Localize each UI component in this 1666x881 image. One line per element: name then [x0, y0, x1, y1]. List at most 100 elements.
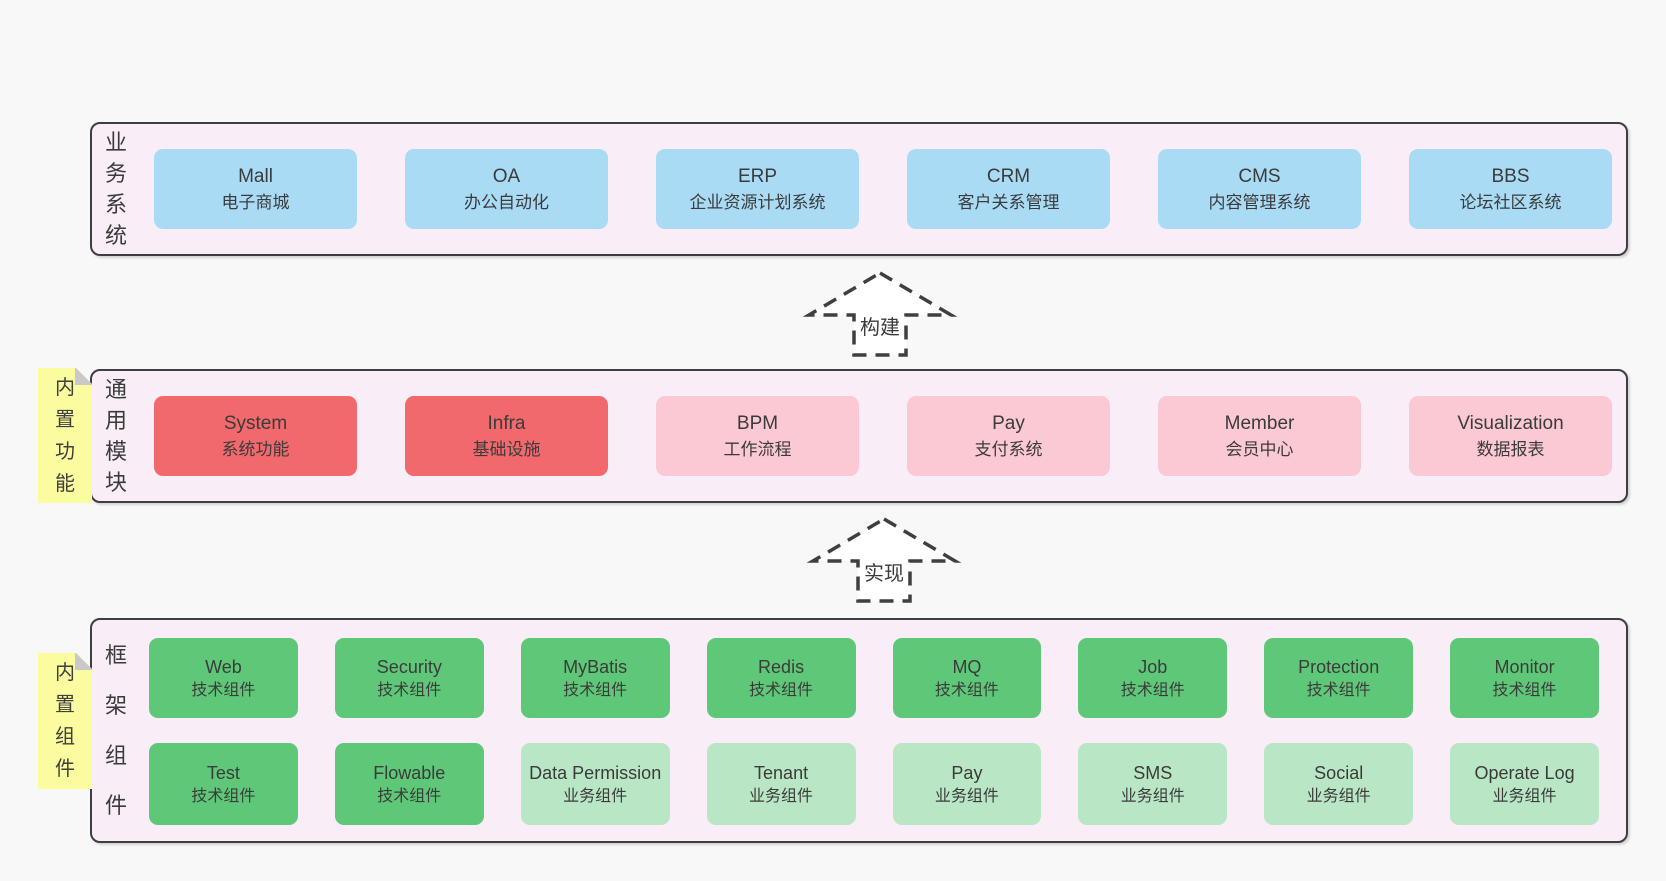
box-tenant: Tenant 业务组件 — [706, 743, 856, 825]
box-title: Tenant — [754, 762, 809, 783]
section-business-label: 业务系统 — [104, 130, 127, 248]
box-title: System — [223, 412, 288, 434]
arrow-implement: 实现 — [804, 514, 964, 606]
box-visualization: Visualization 数据报表 — [1409, 396, 1612, 476]
business-row: Mall 电子商城 OA 办公自动化 ERP 企业资源计划系统 CRM 客户关系… — [154, 149, 1612, 229]
box-subtitle: 技术组件 — [191, 787, 256, 805]
box-title: MQ — [952, 656, 982, 677]
box-mq: MQ 技术组件 — [892, 638, 1042, 718]
box-mybatis: MyBatis 技术组件 — [520, 638, 670, 718]
box-bpm: BPM 工作流程 — [656, 396, 859, 476]
box-subtitle: 业务组件 — [563, 787, 628, 805]
box-subtitle: 基础设施 — [472, 439, 541, 459]
box-operate-log: Operate Log 业务组件 — [1450, 743, 1599, 825]
section-framework-label: 框架组件 — [104, 642, 127, 818]
box-title: Pay — [951, 762, 983, 783]
box-subtitle: 技术组件 — [377, 681, 442, 699]
box-title: BPM — [736, 412, 779, 434]
box-oa: OA 办公自动化 — [405, 149, 608, 229]
sticky-note-builtin-components: 内置组件 — [38, 653, 92, 789]
sticky-note-builtin-features: 内置功能 — [38, 368, 92, 503]
box-subtitle: 业务组件 — [1492, 787, 1557, 805]
box-mall: Mall 电子商城 — [154, 149, 357, 229]
box-title: Visualization — [1457, 412, 1564, 434]
framework-row-2: Test 技术组件 Flowable 技术组件 Data Permission … — [149, 743, 1599, 825]
box-title: Member — [1224, 412, 1295, 434]
section-modules-label: 通用模块 — [104, 377, 127, 495]
box-redis: Redis 技术组件 — [706, 638, 856, 718]
box-subtitle: 业务组件 — [749, 787, 814, 805]
box-title: Job — [1138, 656, 1168, 677]
box-title: Pay — [992, 412, 1025, 434]
modules-row: System 系统功能 Infra 基础设施 BPM 工作流程 Pay 支付系统… — [154, 396, 1612, 476]
box-subtitle: 工作流程 — [723, 439, 792, 459]
box-sms: SMS 业务组件 — [1078, 743, 1228, 825]
box-subtitle: 业务组件 — [1120, 787, 1185, 805]
box-title: OA — [492, 165, 521, 187]
box-title: Web — [205, 656, 242, 677]
box-crm: CRM 客户关系管理 — [907, 149, 1110, 229]
note-label: 内置功能 — [55, 376, 75, 495]
box-title: MyBatis — [563, 656, 628, 677]
box-web: Web 技术组件 — [149, 638, 298, 718]
box-subtitle: 论坛社区系统 — [1459, 192, 1562, 212]
box-title: Test — [206, 762, 240, 783]
box-subtitle: 技术组件 — [1120, 681, 1185, 699]
section-business-systems: 业务系统 Mall 电子商城 OA 办公自动化 ERP 企业资源计划系统 CRM… — [90, 122, 1628, 256]
box-pay-module: Pay 支付系统 — [907, 396, 1110, 476]
box-title: CMS — [1238, 165, 1281, 187]
box-data-permission: Data Permission 业务组件 — [520, 743, 670, 825]
box-subtitle: 技术组件 — [934, 681, 999, 699]
box-job: Job 技术组件 — [1078, 638, 1228, 718]
box-subtitle: 技术组件 — [377, 787, 442, 805]
framework-row-1: Web 技术组件 Security 技术组件 MyBatis 技术组件 Redi… — [149, 638, 1599, 718]
box-bbs: BBS 论坛社区系统 — [1409, 149, 1612, 229]
box-social: Social 业务组件 — [1264, 743, 1414, 825]
box-subtitle: 业务组件 — [1306, 787, 1371, 805]
arrow-build: 构建 — [800, 268, 960, 360]
box-title: Monitor — [1494, 656, 1555, 677]
box-system: System 系统功能 — [154, 396, 357, 476]
box-title: Mall — [238, 165, 273, 187]
note-label: 内置组件 — [55, 662, 75, 780]
section-framework-components: 框架组件 Web 技术组件 Security 技术组件 MyBatis 技术组件… — [90, 618, 1628, 843]
box-subtitle: 技术组件 — [1306, 681, 1371, 699]
box-subtitle: 技术组件 — [563, 681, 628, 699]
box-subtitle: 系统功能 — [221, 439, 290, 459]
box-subtitle: 内容管理系统 — [1208, 192, 1311, 212]
box-subtitle: 技术组件 — [1492, 681, 1557, 699]
box-title: Redis — [758, 656, 805, 677]
arrow-build-label: 构建 — [858, 314, 902, 342]
box-infra: Infra 基础设施 — [405, 396, 608, 476]
box-subtitle: 支付系统 — [974, 439, 1043, 459]
box-cms: CMS 内容管理系统 — [1158, 149, 1361, 229]
box-title: BBS — [1491, 165, 1530, 187]
box-subtitle: 会员中心 — [1225, 439, 1294, 459]
box-subtitle: 企业资源计划系统 — [689, 192, 826, 212]
box-erp: ERP 企业资源计划系统 — [656, 149, 859, 229]
box-title: Infra — [487, 412, 526, 434]
box-member: Member 会员中心 — [1158, 396, 1361, 476]
box-protection: Protection 技术组件 — [1264, 638, 1414, 718]
box-security: Security 技术组件 — [334, 638, 484, 718]
box-monitor: Monitor 技术组件 — [1450, 638, 1599, 718]
box-pay-component: Pay 业务组件 — [892, 743, 1042, 825]
box-subtitle: 办公自动化 — [464, 192, 549, 212]
box-subtitle: 业务组件 — [934, 787, 999, 805]
box-title: Protection — [1298, 656, 1380, 677]
box-flowable: Flowable 技术组件 — [334, 743, 484, 825]
box-subtitle: 技术组件 — [749, 681, 814, 699]
box-title: SMS — [1133, 762, 1173, 783]
box-title: Data Permission — [529, 762, 662, 783]
arrow-implement-label: 实现 — [862, 560, 906, 588]
box-subtitle: 技术组件 — [191, 681, 256, 699]
box-title: Security — [376, 656, 442, 677]
box-subtitle: 数据报表 — [1476, 439, 1545, 459]
box-subtitle: 电子商城 — [221, 192, 290, 212]
box-title: Operate Log — [1474, 762, 1575, 783]
box-title: Flowable — [373, 762, 446, 783]
box-title: Social — [1314, 762, 1364, 783]
box-title: CRM — [986, 165, 1031, 187]
box-test: Test 技术组件 — [149, 743, 298, 825]
box-subtitle: 客户关系管理 — [957, 192, 1060, 212]
